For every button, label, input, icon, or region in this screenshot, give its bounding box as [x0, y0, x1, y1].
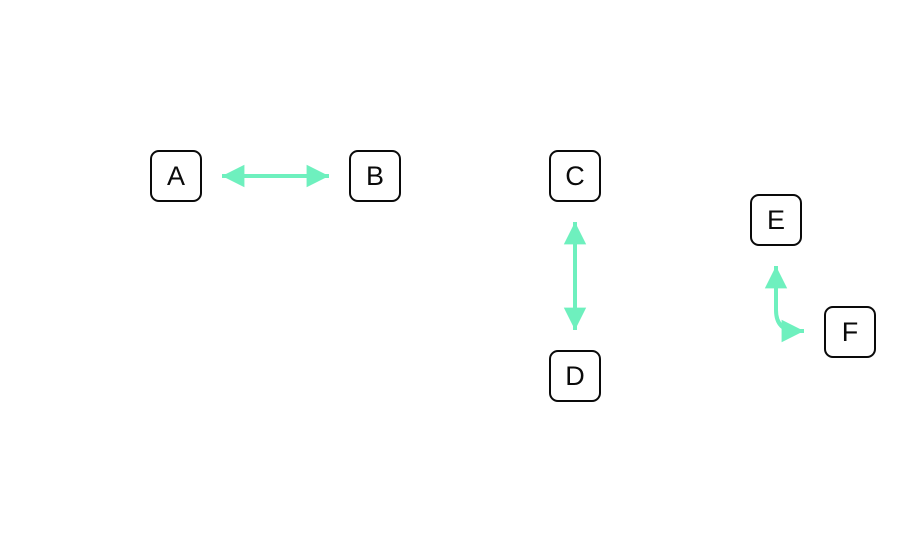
node-f-label: F [841, 316, 859, 347]
node-c-label: C [565, 160, 585, 191]
node-e[interactable]: E [750, 194, 802, 246]
node-b-label: B [365, 160, 384, 191]
node-a[interactable]: A [150, 150, 202, 202]
node-c[interactable]: C [549, 150, 601, 202]
node-a-label: A [166, 160, 185, 191]
node-b[interactable]: B [349, 150, 401, 202]
node-d-label: D [565, 360, 585, 391]
node-e-label: E [766, 204, 785, 235]
node-f[interactable]: F [824, 306, 876, 358]
edge-e-f[interactable] [764, 265, 805, 343]
node-d[interactable]: D [549, 350, 601, 402]
